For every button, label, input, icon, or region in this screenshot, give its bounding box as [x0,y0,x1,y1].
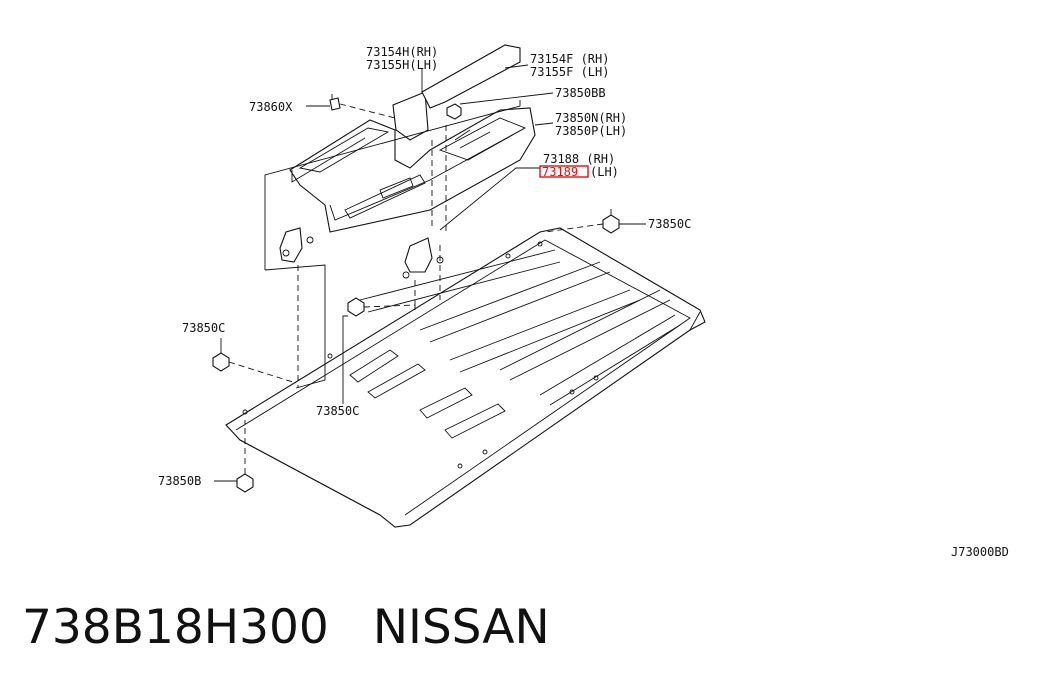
label-73154h: 73154H(RH) [366,45,438,59]
bolt-73850bb[interactable] [446,103,462,120]
highlight-box [539,165,589,178]
label-73155h: 73155H(LH) [366,58,438,72]
label-73850p: 73850P(LH) [555,124,627,138]
bracket-left[interactable] [279,227,314,263]
part-number: 738B18H300 [22,600,329,655]
label-73189-code[interactable]: 73189 [542,165,578,179]
brand-name: NISSAN [372,600,550,655]
label-73850n: 73850N(RH) [555,111,627,125]
label-73154f: 73154F (RH) [530,52,609,66]
label-73850c-left: 73850C [182,321,225,335]
nut-73850b[interactable] [236,473,254,493]
nut-73850c-right[interactable] [602,214,620,234]
clip-73860x[interactable] [329,97,341,111]
bracket-right[interactable] [402,237,444,279]
label-73860x: 73860X [249,100,293,114]
label-73155f: 73155F (LH) [530,65,609,79]
nut-73850c-center[interactable] [347,297,365,317]
nut-73850c-left[interactable] [212,352,230,372]
label-73850c-right: 73850C [648,217,691,231]
label-73850b: 73850B [158,474,201,488]
label-73188: 73188 (RH) [543,152,615,166]
label-73850c-center: 73850C [316,404,359,418]
diagram-code: J73000BD [951,545,1009,559]
roof-rail-finisher-front[interactable] [392,91,429,141]
roof-rail-finisher-rear[interactable] [421,44,521,109]
assembly-outline [264,100,521,270]
parts-diagram: 73154H(RH) 73155H(LH) 73154F (RH) 73155F… [158,44,1009,559]
roof-lining-panel[interactable] [225,227,706,528]
label-73850bb: 73850BB [555,86,606,100]
label-73189-side: (LH) [590,165,619,179]
part-footer: 738B18H300 NISSAN [22,596,822,660]
